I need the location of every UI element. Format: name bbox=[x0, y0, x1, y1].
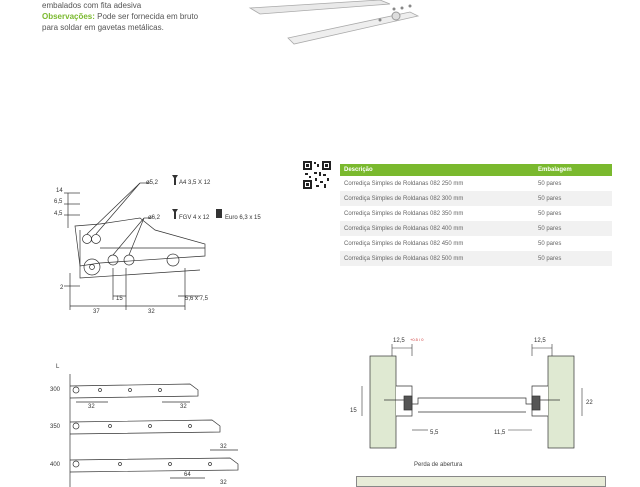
screw2-alt-spec: Euro 6,3 x 15 bbox=[225, 215, 261, 221]
dimension-label: 32 bbox=[220, 444, 227, 450]
column-header-description: Descrição bbox=[340, 164, 534, 176]
table-row: Corrediça Simples de Roldanas 082 400 mm… bbox=[340, 221, 612, 236]
table-cell-description: Corrediça Simples de Roldanas 082 300 mm bbox=[340, 191, 534, 206]
table-cell-packaging: 50 pares bbox=[538, 210, 562, 217]
screw-icon bbox=[172, 175, 178, 185]
screw1-spec: A4 3,5 X 12 bbox=[179, 180, 211, 186]
observations-text: Pode ser fornecida em bruto bbox=[94, 12, 199, 21]
table-row: Corrediça Simples de Roldanas 082 300 mm… bbox=[340, 191, 612, 206]
screw1-diameter: ø5,2 bbox=[146, 180, 159, 186]
dimension-label: 32 bbox=[148, 309, 155, 315]
column-header-packaging: Embalagem bbox=[534, 164, 612, 176]
table-header-row: Descrição Embalagem bbox=[340, 164, 612, 176]
dimension-label: 5,6 x 7,5 bbox=[185, 296, 209, 302]
length-axis-label: L bbox=[56, 364, 60, 370]
screw2-diameter: ø6,2 bbox=[148, 215, 161, 221]
dimension-label: 32 bbox=[88, 404, 95, 410]
table-cell-description: Corrediça Simples de Roldanas 082 500 mm bbox=[340, 251, 534, 266]
screw2-spec: FGV 4 x 12 bbox=[179, 215, 210, 221]
opening-loss-bar bbox=[356, 476, 606, 487]
table-cell-description: Corrediça Simples de Roldanas 082 350 mm bbox=[344, 210, 464, 217]
product-table: Descrição Embalagem Corrediça Simples de… bbox=[340, 164, 612, 266]
length-label: 400 bbox=[50, 462, 61, 468]
dimension-label: 32 bbox=[220, 480, 227, 486]
dimension-label: 15 bbox=[116, 296, 123, 302]
dimension-label: 32 bbox=[180, 404, 187, 410]
table-cell-packaging: 50 pares bbox=[534, 191, 612, 206]
length-label: 350 bbox=[50, 424, 61, 430]
dimension-label: 2 bbox=[60, 285, 64, 291]
length-drawing: L 300 350 400 32 32 32 64 32 bbox=[50, 364, 239, 487]
dimension-label: 14 bbox=[56, 188, 63, 194]
table-row: Corrediça Simples de Roldanas 082 250 mm… bbox=[340, 176, 612, 191]
dimension-label: 15 bbox=[350, 408, 357, 414]
table-cell-packaging: 50 pares bbox=[538, 180, 562, 187]
table-row: Corrediça Simples de Roldanas 082 350 mm… bbox=[340, 206, 612, 221]
observations-text-2: para soldar em gavetas metálicas. bbox=[42, 23, 164, 32]
table-row: Corrediça Simples de Roldanas 082 450 mm… bbox=[340, 236, 612, 251]
observations-label: Observações: bbox=[42, 12, 95, 21]
length-label: 300 bbox=[50, 387, 61, 393]
table-cell-description: Corrediça Simples de Roldanas 082 450 mm bbox=[344, 240, 464, 247]
qr-code-icon[interactable] bbox=[302, 160, 332, 190]
table-cell-packaging: 50 pares bbox=[534, 251, 612, 266]
observations-line: Observações: Pode ser fornecida em bruto bbox=[42, 11, 252, 22]
tolerance-label: +0.5 / 0 bbox=[410, 337, 424, 342]
dimension-label: 12,5 bbox=[534, 338, 546, 344]
dimension-label: 5,5 bbox=[430, 430, 439, 436]
packaging-text: embalados com fita adesiva bbox=[42, 1, 142, 10]
table-cell-description: Corrediça Simples de Roldanas 082 400 mm bbox=[340, 221, 534, 236]
dimension-label: 64 bbox=[184, 472, 191, 478]
dimension-label: 22 bbox=[586, 400, 593, 406]
dimension-label: 4,5 bbox=[54, 211, 63, 217]
dimension-label: 11,5 bbox=[494, 430, 506, 436]
side-profile-drawing: ø5,2 A4 3,5 X 12 ø6,2 FGV 4 x 12 Euro 6,… bbox=[54, 175, 261, 315]
dimension-label: 12,5 bbox=[393, 338, 405, 344]
screw-icon bbox=[172, 209, 178, 219]
cross-section-drawing: 12,5 +0.5 / 0 12,5 15 22 5,5 11,5 bbox=[350, 337, 593, 449]
opening-loss-caption: Perda de abertura bbox=[414, 462, 463, 468]
dimension-label: 37 bbox=[93, 309, 100, 315]
table-cell-description: Corrediça Simples de Roldanas 082 250 mm bbox=[344, 180, 464, 187]
table-cell-packaging: 50 pares bbox=[538, 240, 562, 247]
euro-screw-icon bbox=[216, 209, 222, 218]
table-row: Corrediça Simples de Roldanas 082 500 mm… bbox=[340, 251, 612, 266]
product-photo bbox=[248, 0, 420, 45]
top-description: embalados com fita adesiva Observações: … bbox=[42, 0, 252, 33]
dimension-label: 6,5 bbox=[54, 199, 63, 205]
table-cell-packaging: 50 pares bbox=[534, 221, 612, 236]
